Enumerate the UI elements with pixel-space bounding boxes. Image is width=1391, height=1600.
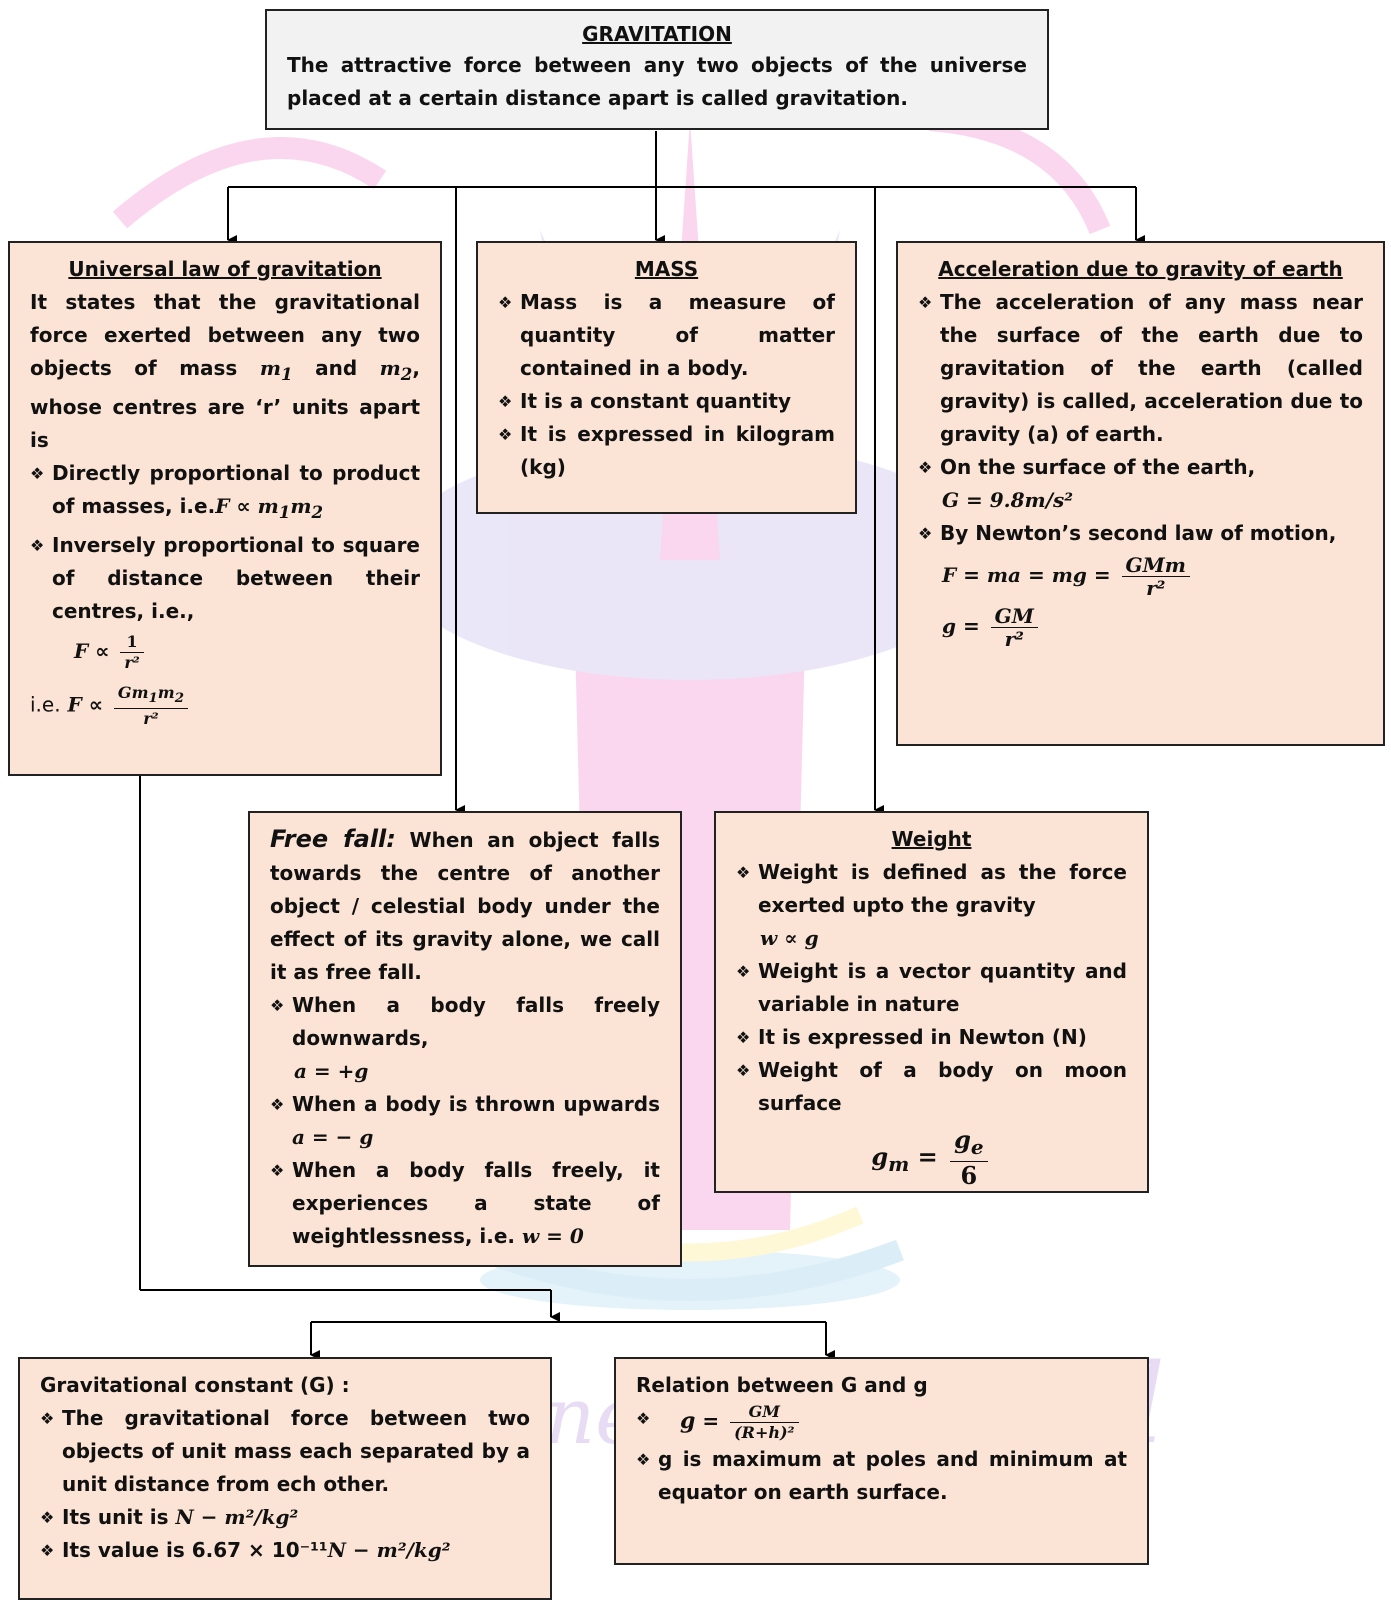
weight-item-4: Weight of a body on moon surface bbox=[736, 1054, 1127, 1120]
acceleration-box: Acceleration due to gravity of earth The… bbox=[896, 241, 1385, 746]
weight-box: Weight Weight is defined as the force ex… bbox=[714, 811, 1149, 1193]
acceleration-title: Acceleration due to gravity of earth bbox=[938, 257, 1343, 281]
acceleration-item-2: On the surface of the earth, G = 9.8m/s² bbox=[918, 451, 1363, 517]
universal-law-item-1: Directly proportional to product of mass… bbox=[30, 457, 420, 529]
gravitation-definition: The attractive force between any two obj… bbox=[287, 53, 1027, 110]
universal-law-intro: It states that the gravitational force e… bbox=[30, 290, 420, 452]
mass-title: MASS bbox=[634, 257, 699, 281]
gravitation-box: GRAVITATION The attractive force between… bbox=[265, 9, 1049, 130]
free-fall-definition: Free fall: When an object falls towards … bbox=[270, 825, 660, 984]
acceleration-item-1: The acceleration of any mass near the su… bbox=[918, 286, 1363, 451]
mass-item-3: It is expressed in kilogram (kg) bbox=[498, 418, 835, 484]
gravitational-constant-title: Gravitational constant (G) : bbox=[40, 1373, 350, 1397]
weight-item-1: Weight is defined as the force exerted u… bbox=[736, 856, 1127, 955]
free-fall-item-2: When a body is thrown upwards a = − g bbox=[270, 1088, 660, 1154]
free-fall-item-3: When a body falls freely, it experiences… bbox=[270, 1154, 660, 1253]
weight-item-2: Weight is a vector quantity and variable… bbox=[736, 955, 1127, 1021]
free-fall-title: Free fall: bbox=[270, 825, 396, 853]
relation-box: Relation between G and g g = GM(R+h)² g … bbox=[614, 1357, 1149, 1565]
gravitational-constant-item-2: Its unit is N − m²/kg² bbox=[40, 1501, 530, 1534]
universal-law-item-2: Inversely proportional to square of dist… bbox=[30, 529, 420, 673]
free-fall-item-1: When a body falls freely downwards, a = … bbox=[270, 989, 660, 1088]
universal-law-box: Universal law of gravitation It states t… bbox=[8, 241, 442, 776]
relation-item-1: g = GM(R+h)² bbox=[636, 1402, 1127, 1443]
weight-item-3: It is expressed in Newton (N) bbox=[736, 1021, 1127, 1054]
mass-box: MASS Mass is a measure of quantity of ma… bbox=[476, 241, 857, 514]
free-fall-box: Free fall: When an object falls towards … bbox=[248, 811, 682, 1267]
acceleration-item-3: By Newton’s second law of motion, F = ma… bbox=[918, 517, 1363, 650]
gravitational-constant-item-3: Its value is 6.67 × 10⁻¹¹N − m²/kg² bbox=[40, 1534, 530, 1567]
mass-item-2: It is a constant quantity bbox=[498, 385, 835, 418]
relation-title: Relation between G and g bbox=[636, 1373, 928, 1397]
mass-item-1: Mass is a measure of quantity of matter … bbox=[498, 286, 835, 385]
gravitation-title: GRAVITATION bbox=[582, 22, 732, 46]
gravitational-constant-item-1: The gravitational force between two obje… bbox=[40, 1402, 530, 1501]
weight-title: Weight bbox=[891, 827, 972, 851]
relation-item-2: g is maximum at poles and minimum at equ… bbox=[636, 1443, 1127, 1509]
gravitational-constant-box: Gravitational constant (G) : The gravita… bbox=[18, 1357, 552, 1600]
universal-law-title: Universal law of gravitation bbox=[68, 257, 382, 281]
